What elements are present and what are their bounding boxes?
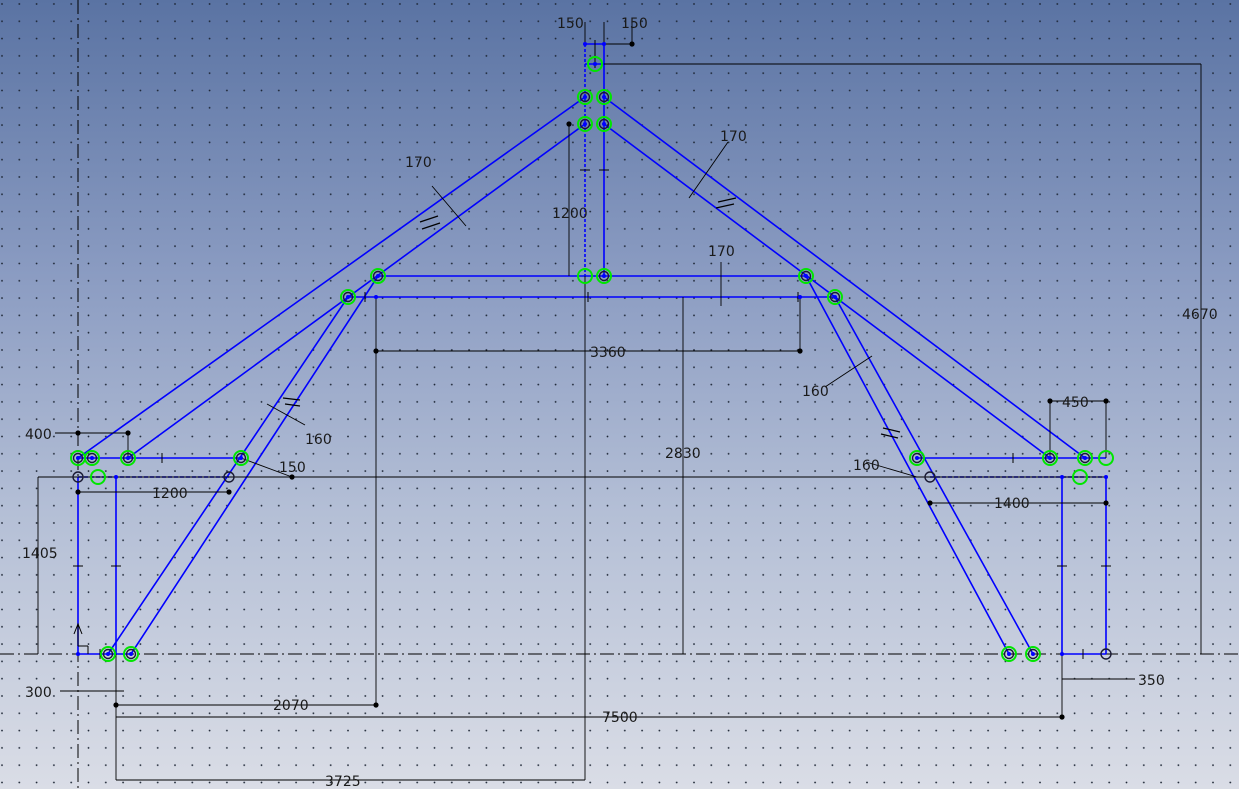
dimension-labels: 150 150 170 170 1200 170 3360 4670 2830 … xyxy=(22,16,1218,789)
dim-right-wall-thickness: 350 xyxy=(1138,673,1165,689)
dim-collar-offset: 2070 xyxy=(273,698,309,714)
dim-left-overhang: 400 xyxy=(25,427,52,443)
dim-span: 7500 xyxy=(602,710,638,726)
dim-total-height: 4670 xyxy=(1182,307,1218,323)
dim-left-sill-offset: 150 xyxy=(279,460,306,476)
dim-collar-thickness: 170 xyxy=(708,244,735,260)
point-marker-icon[interactable] xyxy=(70,42,1114,662)
dim-top-left: 150 xyxy=(557,16,584,32)
dim-left-rafter-thickness: 170 xyxy=(405,155,432,171)
dim-collar-height: 2830 xyxy=(665,446,701,462)
dim-top-right: 150 xyxy=(621,16,648,32)
dim-left-wall-thickness: 300 xyxy=(25,685,52,701)
dim-right-sill-offset: 160 xyxy=(853,458,880,474)
dim-collar-span: 3360 xyxy=(590,345,626,361)
dim-right-tie-length: 1400 xyxy=(994,496,1030,512)
dim-right-rafter-thickness: 170 xyxy=(720,129,747,145)
dim-right-overhang: 450 xyxy=(1062,395,1089,411)
dim-king-post-height: 1200 xyxy=(552,206,588,222)
dimension-lines xyxy=(37,22,1202,781)
origin-icon xyxy=(73,622,89,654)
dim-half-span: 3725 xyxy=(325,774,361,789)
dimension-anchors xyxy=(75,41,1109,720)
dim-left-tie-length: 1200 xyxy=(152,486,188,502)
dim-right-brace-thickness: 160 xyxy=(802,384,829,400)
dim-wall-height: 1405 xyxy=(22,546,58,562)
constraint-marks xyxy=(73,40,1111,659)
parallel-constraint-icon xyxy=(282,197,901,439)
dim-left-brace-thickness: 160 xyxy=(305,432,332,448)
